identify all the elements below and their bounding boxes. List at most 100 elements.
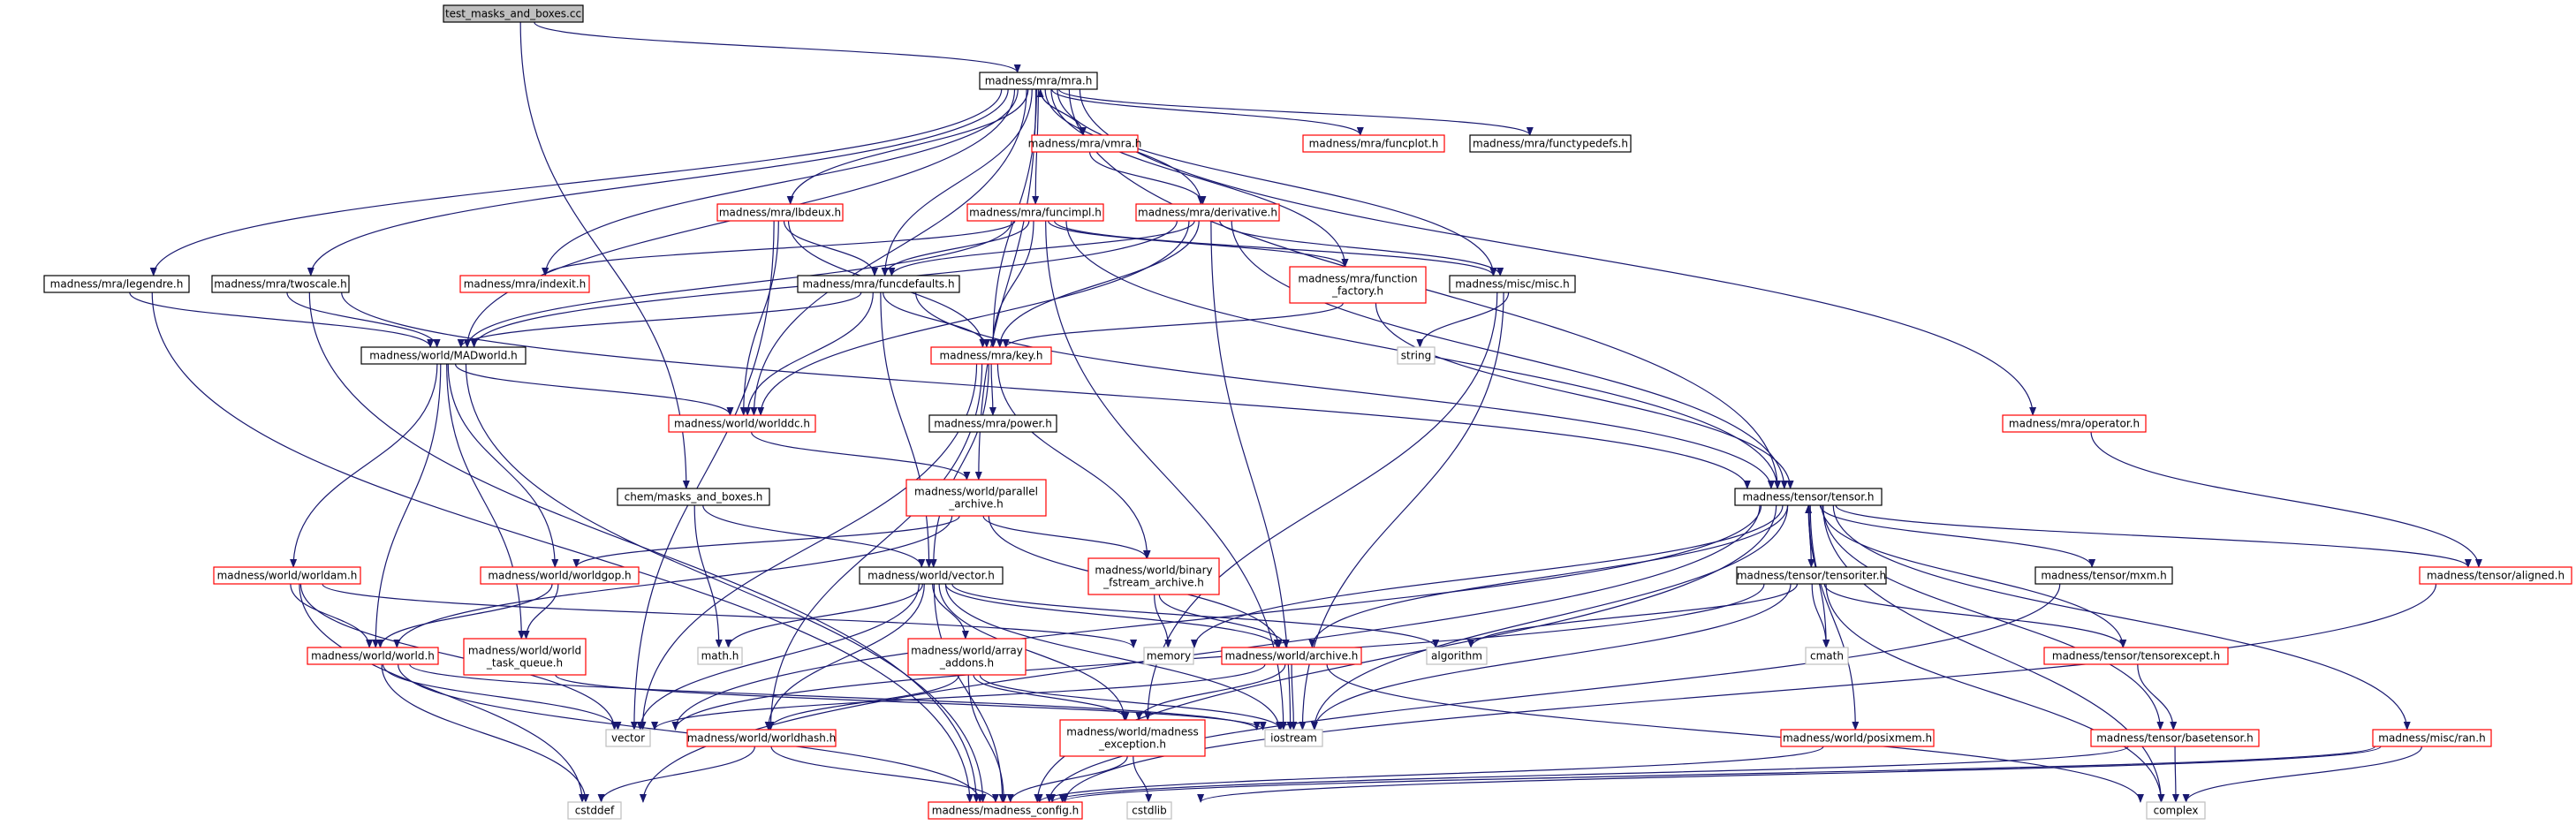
node-world_h[interactable]: madness/world/world.h (307, 647, 439, 665)
node-functypedefs[interactable]: madness/mra/functypedefs.h (1469, 134, 1632, 153)
edge-tensor-to-complex (1822, 504, 2165, 803)
node-key-box (930, 346, 1052, 365)
node-funcimpl-label: madness/mra/funcimpl.h (969, 207, 1102, 219)
edge-tensoriter-to-vector (671, 583, 1765, 731)
node-parallel_archive[interactable]: madness/world/parallel_archive.h (905, 479, 1047, 517)
node-twoscale[interactable]: madness/mra/twoscale.h (211, 275, 350, 293)
node-vector_h[interactable]: madness/world/vector.h (859, 566, 1004, 585)
edge-archive-to-madness_exception (1135, 663, 1286, 721)
node-indexit[interactable]: madness/mra/indexit.h (459, 275, 590, 293)
node-task_queue-box (463, 638, 587, 676)
edge-mra-to-function_factory (1050, 88, 1349, 268)
node-basetensor[interactable]: madness/tensor/basetensor.h (2090, 729, 2260, 747)
edge-tensoriter-to-tensorexcept (1823, 583, 2127, 648)
edge-aligned-to-madness_config (1061, 583, 2437, 803)
node-tensorexcept-box (2043, 647, 2229, 665)
node-legendre[interactable]: madness/mra/legendre.h (43, 275, 190, 293)
node-madworld[interactable]: madness/world/MADworld.h (360, 346, 527, 365)
node-worldhash-label: madness/world/worldhash.h (687, 732, 837, 745)
edge-lbdeux-to-funcdefaults (783, 220, 879, 276)
edge-vector_h-to-archive (944, 583, 1281, 648)
node-parallel_archive-label: madness/world/parallel_archive.h (914, 486, 1038, 511)
node-tensoriter[interactable]: madness/tensor/tensoriter.h (1736, 566, 1887, 585)
node-posixmem[interactable]: madness/world/posixmem.h (1780, 729, 1935, 747)
edge-ran-to-complex (2182, 746, 2422, 803)
node-funcimpl[interactable]: madness/mra/funcimpl.h (966, 203, 1104, 222)
node-misc[interactable]: madness/misc/misc.h (1449, 275, 1576, 293)
node-mra[interactable]: madness/mra/mra.h (979, 72, 1098, 90)
node-binary_fstream[interactable]: madness/world/binary_fstream_archive.h (1087, 557, 1220, 595)
node-masks[interactable]: chem/masks_and_boxes.h (617, 488, 770, 506)
node-madness_config[interactable]: madness/madness_config.h (928, 801, 1083, 820)
node-derivative[interactable]: madness/mra/derivative.h (1135, 203, 1280, 222)
node-root[interactable]: test_masks_and_boxes.cc (443, 4, 584, 23)
edge-vmra-to-mra (1036, 88, 1084, 136)
edge-derivative-to-key (996, 220, 1200, 348)
edge-binary_fstream-to-memory (1154, 594, 1172, 648)
edge-madness_exception-to-cstdlib (1133, 755, 1153, 803)
node-worlddc[interactable]: madness/world/worlddc.h (668, 414, 816, 433)
edge-posixmem-to-madness_config (1035, 746, 1824, 803)
node-archive[interactable]: madness/world/archive.h (1221, 647, 1362, 665)
edge-archive-to-complex (1326, 663, 2144, 803)
edge-mra-to-funcdefaults (881, 88, 1033, 276)
node-cmath-label: cmath (1810, 650, 1844, 663)
node-vmra[interactable]: madness/mra/vmra.h (1028, 134, 1142, 153)
node-masks-label: chem/masks_and_boxes.h (625, 491, 763, 504)
edge-vector_h-to-iostream (944, 583, 1284, 731)
edge-funcimpl-to-key (989, 220, 1034, 348)
node-lbdeux-label: madness/mra/lbdeux.h (719, 207, 841, 219)
node-madness_exception[interactable]: madness/world/madness_exception.h (1059, 719, 1206, 757)
node-mra-box (979, 72, 1098, 90)
node-key[interactable]: madness/mra/key.h (930, 346, 1052, 365)
node-funcdefaults[interactable]: madness/mra/funcdefaults.h (797, 275, 960, 293)
node-lbdeux[interactable]: madness/mra/lbdeux.h (716, 203, 844, 222)
edge-mra-to-worlddc (750, 88, 1027, 416)
edge-vector_h-to-array_addons (932, 583, 969, 640)
edge-funcdefaults-to-tensor (915, 292, 1775, 489)
node-worldhash[interactable]: madness/world/worldhash.h (686, 729, 837, 747)
node-funcplot[interactable]: madness/mra/funcplot.h (1302, 134, 1445, 153)
node-derivative-box (1135, 203, 1280, 222)
edge-mra-to-functypedefs (1058, 88, 1534, 136)
node-worldam[interactable]: madness/world/worldam.h (213, 566, 361, 585)
edge-world_h-to-cstddef (381, 663, 589, 803)
edge-mra-to-operator (1079, 88, 2037, 416)
node-task_queue[interactable]: madness/world/world_task_queue.h (463, 638, 587, 676)
node-power[interactable]: madness/mra/power.h (928, 414, 1057, 433)
edge-basetensor-to-complex (2171, 746, 2179, 803)
node-function_factory[interactable]: madness/mra/function_factory.h (1289, 266, 1427, 304)
edge-world_h-to-iostream (409, 663, 1261, 731)
node-tensor[interactable]: madness/tensor/tensor.h (1734, 488, 1883, 506)
node-worldhash-box (686, 729, 837, 747)
node-memory-label: memory (1147, 650, 1191, 663)
node-array_addons[interactable]: madness/world/array_addons.h (907, 638, 1027, 676)
edge-tensor-to-cstddef (640, 504, 1761, 803)
node-twoscale-box (211, 275, 350, 293)
node-tensorexcept[interactable]: madness/tensor/tensorexcept.h (2043, 647, 2229, 665)
node-masks-box (617, 488, 770, 506)
node-basetensor-box (2090, 729, 2260, 747)
edge-legendre-to-madworld (129, 292, 435, 348)
node-tensoriter-label: madness/tensor/tensoriter.h (1737, 570, 1886, 582)
edge-vector_h-to-vector (636, 583, 920, 731)
edge-funcdefaults-to-vector_h (880, 292, 933, 568)
node-operator[interactable]: madness/mra/operator.h (2002, 414, 2147, 433)
edge-vector_h-to-worldhash (764, 583, 925, 731)
edge-tensor-to-ran (1832, 504, 2411, 731)
edge-tensoriter-to-iostream (1310, 583, 1792, 731)
edge-tensor-to-iostream (1310, 504, 1789, 731)
node-cstddef: cstddef (567, 801, 622, 820)
edge-derivative-to-tensor (1231, 220, 1788, 489)
node-cstdlib-label: cstdlib (1132, 805, 1166, 817)
node-mxm[interactable]: madness/tensor/mxm.h (2034, 566, 2173, 585)
edge-funcimpl-to-iostream (1045, 220, 1287, 731)
edge-funcimpl-to-madworld (463, 220, 1012, 348)
node-ran[interactable]: madness/misc/ran.h (2372, 729, 2492, 747)
node-funcdefaults-box (797, 275, 960, 293)
edge-tensor-to-posixmem (1809, 504, 1860, 731)
edge-tensor-to-tensorexcept (1821, 504, 2127, 648)
node-worldgop[interactable]: madness/world/worldgop.h (480, 566, 640, 585)
edge-mra-to-parallel_archive (974, 88, 1037, 481)
node-aligned[interactable]: madness/tensor/aligned.h (2419, 566, 2572, 585)
